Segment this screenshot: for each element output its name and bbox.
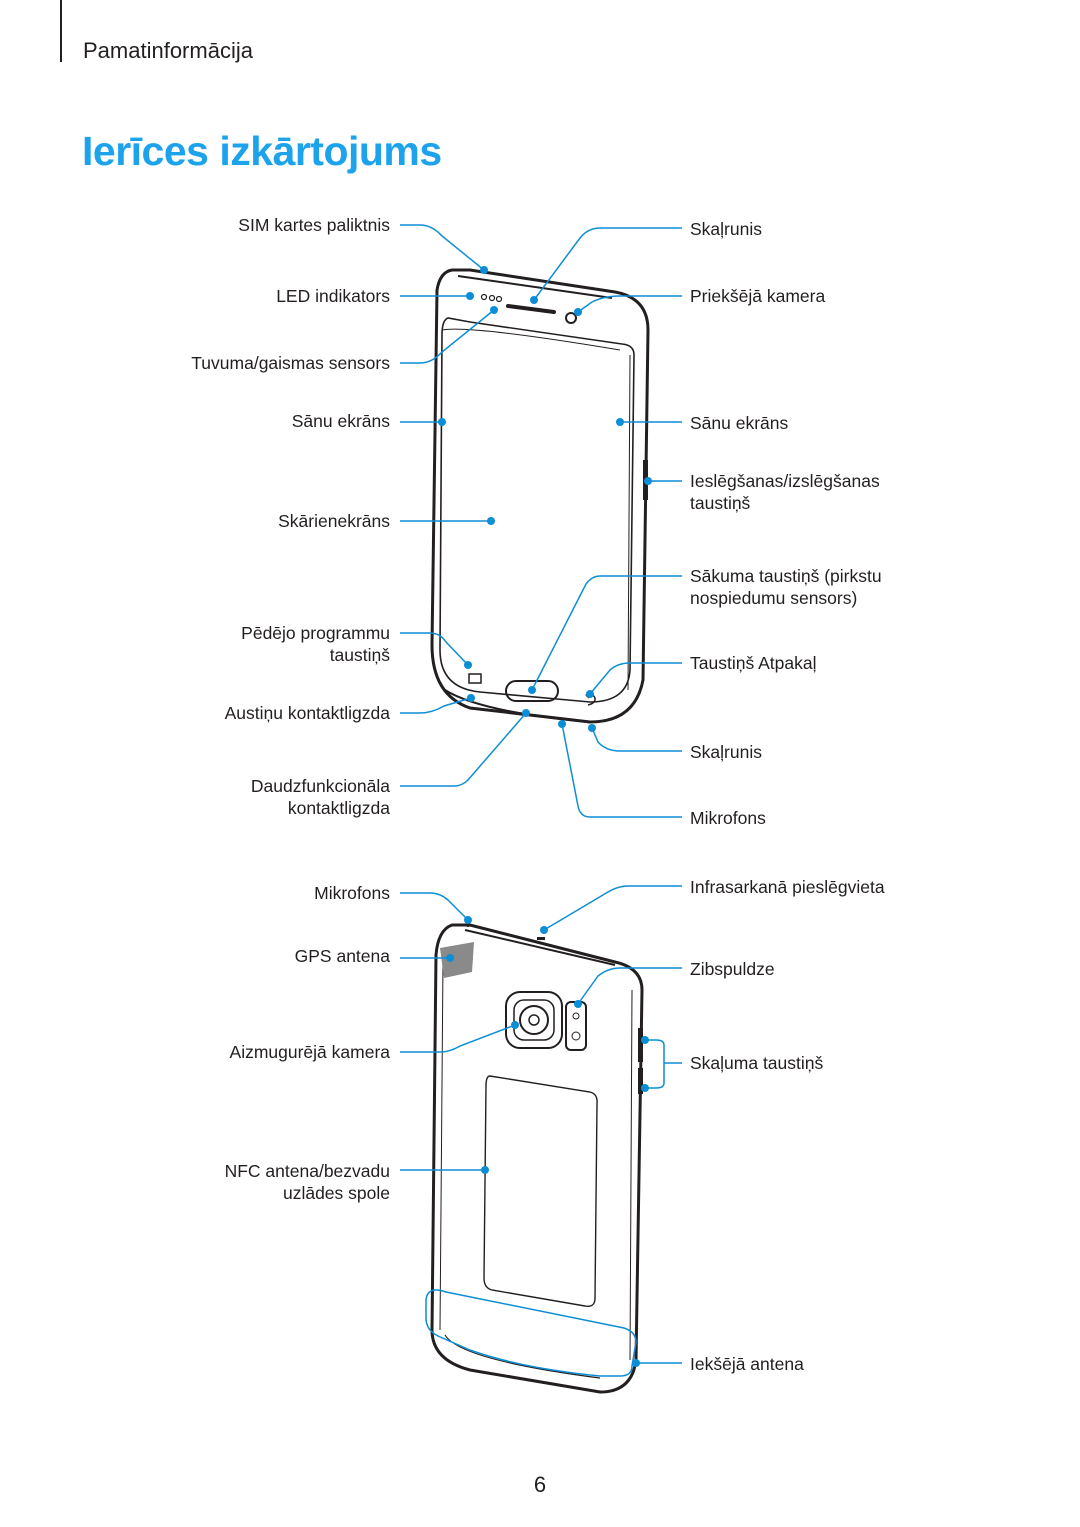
label-back-key: Taustiņš Atpakaļ bbox=[690, 653, 817, 673]
label-edge-screen-left: Sānu ekrāns bbox=[291, 411, 390, 431]
label-gps-antenna: GPS antena bbox=[294, 946, 390, 966]
header-rule bbox=[60, 0, 62, 62]
label-front-camera: Priekšējā kamera bbox=[690, 286, 826, 306]
label-flash: Zibspuldze bbox=[690, 959, 775, 979]
label-recent-apps-key-line2: taustiņš bbox=[329, 645, 390, 665]
label-touchscreen: Skārienekrāns bbox=[278, 511, 390, 531]
label-microphone-back: Mikrofons bbox=[314, 883, 390, 903]
label-rear-camera: Aizmugurējā kamera bbox=[229, 1042, 390, 1062]
label-speaker-bottom: Skaļrunis bbox=[690, 742, 762, 762]
label-power-key-line1: Ieslēgšanas/izslēgšanas bbox=[690, 471, 880, 491]
label-multipurpose-jack-line2: kontaktligzda bbox=[287, 798, 390, 818]
section-title: Pamatinformācija bbox=[83, 38, 253, 63]
label-internal-antenna: Iekšējā antena bbox=[690, 1354, 804, 1374]
label-speaker-top: Skaļrunis bbox=[690, 219, 762, 239]
page-number: 6 bbox=[533, 1472, 547, 1497]
label-microphone-front: Mikrofons bbox=[690, 808, 766, 828]
label-multipurpose-jack-line1: Daudzfunkcionāla bbox=[250, 776, 390, 796]
label-sim-tray: SIM kartes paliktnis bbox=[238, 215, 390, 235]
label-recent-apps-key-line1: Pēdējo programmu bbox=[241, 623, 390, 643]
callout-dots bbox=[438, 266, 652, 1367]
label-home-key-line2: nospiedumu sensors) bbox=[690, 588, 858, 608]
label-edge-screen-right: Sānu ekrāns bbox=[690, 413, 789, 433]
front-phone-drawing bbox=[430, 268, 650, 724]
label-led-indicator: LED indikators bbox=[276, 286, 390, 306]
label-power-key-line2: taustiņš bbox=[690, 493, 751, 513]
label-proximity-sensor: Tuvuma/gaismas sensors bbox=[191, 353, 390, 373]
label-volume-key: Skaļuma taustiņš bbox=[690, 1053, 824, 1073]
label-home-key-line1: Sākuma taustiņš (pirkstu bbox=[690, 566, 882, 586]
page-title: Ierīces izkārtojums bbox=[82, 128, 442, 174]
label-nfc-antenna-line2: uzlādes spole bbox=[282, 1183, 390, 1203]
label-headset-jack: Austiņu kontaktligzda bbox=[224, 703, 390, 723]
back-phone-drawing bbox=[430, 923, 644, 1394]
label-ir-blaster: Infrasarkanā pieslēgvieta bbox=[690, 877, 885, 897]
callout-lines bbox=[400, 224, 682, 1377]
label-nfc-antenna-line1: NFC antena/bezvadu bbox=[224, 1161, 390, 1181]
